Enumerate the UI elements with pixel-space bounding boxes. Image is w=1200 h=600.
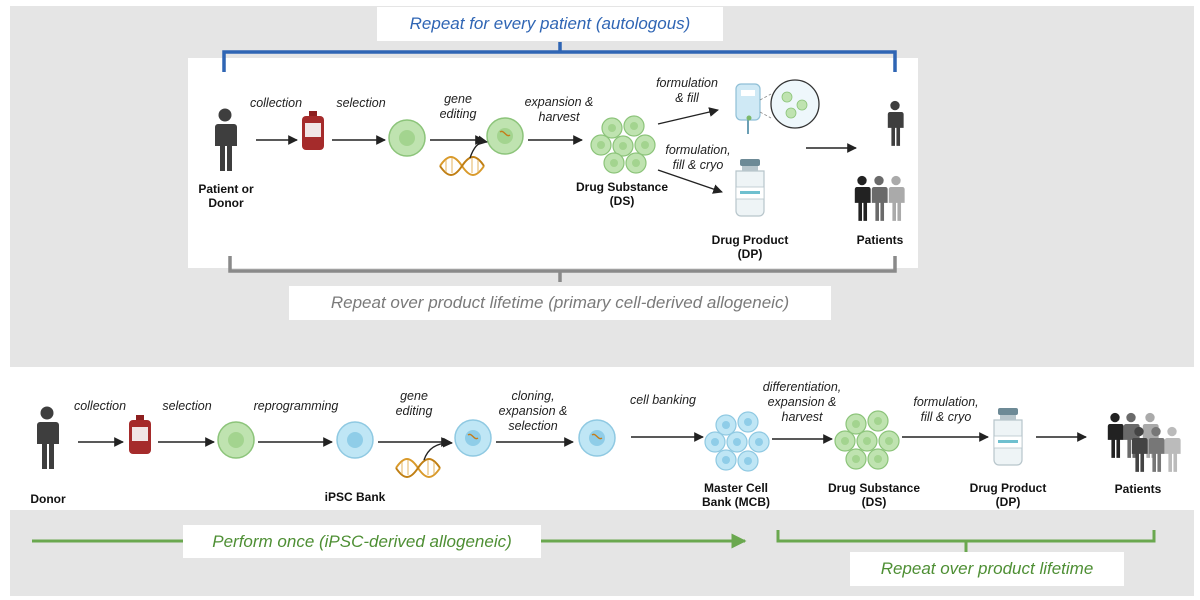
cell-icon	[217, 421, 255, 459]
step-differentiation: differentiation, expansion & harvest	[762, 380, 842, 424]
node-patients: Patients	[856, 233, 904, 247]
node-drug-product: Drug Product (DP)	[969, 481, 1047, 509]
bottom-flow-arrows	[78, 432, 1087, 461]
node-drug-product: Drug Product (DP)	[711, 233, 789, 261]
step-expansion-harvest: expansion & harvest	[524, 95, 594, 124]
node-donor: Donor	[30, 492, 66, 506]
primary-allogeneic-banner: Repeat over product lifetime (primary ce…	[289, 286, 831, 320]
vial-icon	[993, 407, 1023, 466]
step-selection: selection	[336, 96, 386, 110]
node-drug-substance: Drug Substance (DS)	[827, 481, 920, 509]
step-gene-editing: gene editing	[395, 389, 433, 418]
step-selection: selection	[162, 399, 212, 413]
donor-icon	[37, 406, 59, 469]
autologous-banner: Repeat for every patient (autologous)	[377, 7, 723, 41]
node-master-cell-bank: Master Cell Bank (MCB)	[702, 481, 770, 509]
ipsc-cell-icon	[336, 421, 374, 459]
iv-bag-icon	[735, 79, 820, 134]
node-patient-or-donor: Patient or Donor	[198, 182, 254, 210]
blood-bag-icon	[302, 111, 324, 150]
patient-icon	[887, 100, 904, 146]
node-ipsc-bank: iPSC Bank	[324, 490, 386, 504]
top-flow-arrows	[256, 107, 857, 194]
node-patients: Patients	[1114, 482, 1162, 496]
cell-icon	[388, 119, 426, 157]
lifetime-bracket	[228, 256, 897, 282]
node-drug-substance: Drug Substance (DS)	[575, 180, 668, 208]
dna-icon	[439, 156, 485, 176]
person-icon	[215, 108, 237, 171]
cloned-ipsc-cell-icon	[578, 419, 616, 457]
step-formulation-fill-cryo: formulation, fill & cryo	[913, 395, 979, 424]
blood-bag-icon	[129, 415, 151, 454]
repeat-lifetime-banner: Repeat over product lifetime	[850, 552, 1124, 586]
step-reprogramming: reprogramming	[253, 399, 339, 413]
step-gene-editing: gene editing	[439, 92, 477, 121]
autologous-bracket	[222, 42, 897, 72]
step-formulation-fill: formulation & fill	[656, 76, 718, 105]
step-collection: collection	[249, 96, 303, 110]
patients-group-icon	[1107, 412, 1181, 472]
edited-ipsc-cell-icon	[454, 419, 492, 457]
dna-icon	[395, 458, 441, 478]
step-cell-banking: cell banking	[629, 393, 696, 407]
step-cloning-expansion-selection: cloning, expansion & selection	[498, 389, 568, 433]
perform-once-banner: Perform once (iPSC-derived allogeneic)	[183, 525, 541, 558]
repeat-lifetime-bracket	[776, 530, 1156, 552]
step-formulation-fill-cryo: formulation, fill & cryo	[665, 143, 731, 172]
step-collection: collection	[73, 399, 127, 413]
patients-group-icon	[854, 175, 905, 221]
